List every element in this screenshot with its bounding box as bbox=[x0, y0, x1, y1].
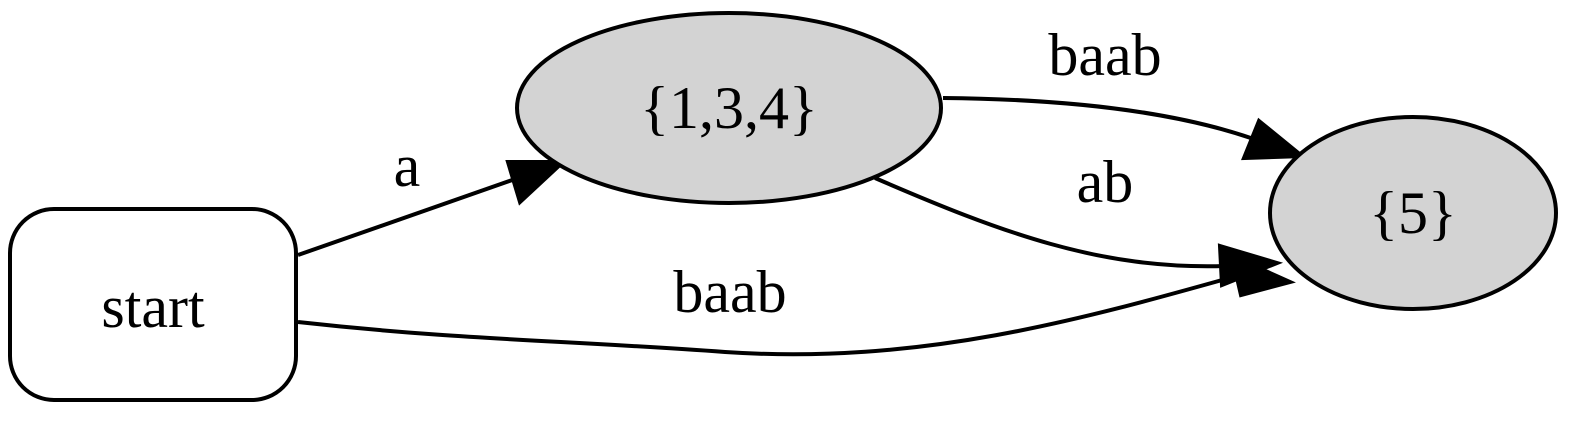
edge-start-to-s5-line bbox=[297, 273, 1241, 357]
node-s134-label: {1,3,4} bbox=[640, 75, 818, 141]
node-start-shape bbox=[8, 207, 298, 402]
node-start: start bbox=[8, 207, 298, 402]
node-s5-shape bbox=[1268, 115, 1558, 311]
edge-s134-to-s5-top-label: baab bbox=[1048, 22, 1161, 88]
node-s5-label: {5} bbox=[1369, 180, 1457, 246]
edge-s134-to-s5-top-arrowhead bbox=[1240, 117, 1308, 161]
edge-s134-to-s5-top bbox=[942, 96, 1308, 161]
edge-start-to-s5-arrowhead bbox=[1229, 252, 1296, 298]
edge-s134-to-s5-mid-label: ab bbox=[1077, 149, 1134, 215]
edge-start-to-s134 bbox=[297, 160, 569, 257]
edge-start-to-s134-arrowhead bbox=[505, 160, 569, 206]
edge-s134-to-s5-top-line bbox=[942, 96, 1263, 144]
edge-s134-to-s5-mid-line bbox=[874, 176, 1226, 269]
edge-start-to-s5 bbox=[297, 252, 1296, 357]
node-start-label: start bbox=[101, 274, 205, 340]
edge-start-to-s134-line bbox=[297, 176, 519, 257]
edge-start-to-s134-label: a bbox=[394, 133, 421, 199]
node-s5: {5} bbox=[1268, 115, 1558, 311]
node-s134: {1,3,4} bbox=[515, 11, 943, 205]
edge-start-to-s5-label: baab bbox=[673, 259, 786, 325]
node-s134-shape bbox=[515, 11, 943, 205]
